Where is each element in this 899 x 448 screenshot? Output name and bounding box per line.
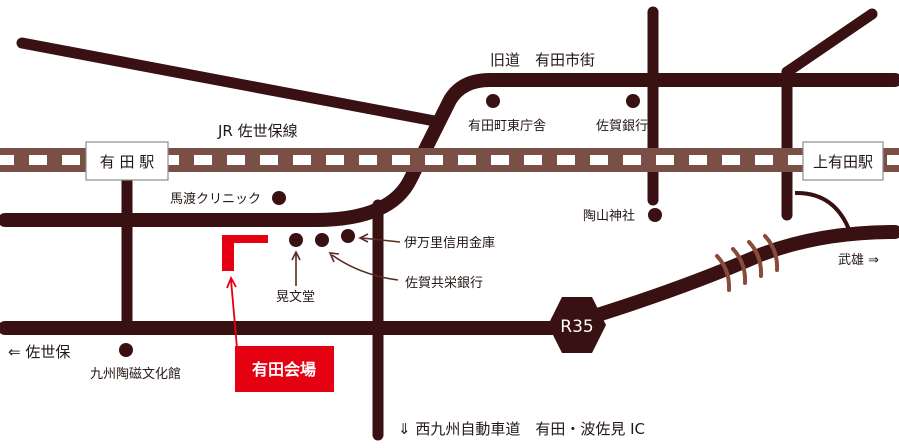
- route-35-label: R35: [560, 317, 593, 337]
- poi-pointer-arrows: [226, 233, 401, 349]
- bridge-marks: [715, 234, 780, 292]
- venue-building: [222, 235, 268, 271]
- road-ramp-kamiarita: [794, 190, 852, 233]
- road-old-main: [0, 73, 899, 227]
- saga-bank-marker: [626, 94, 640, 108]
- shrine-marker: [648, 208, 662, 222]
- ceramics-museum-label: 九州陶磁文化館: [90, 366, 181, 382]
- saga-kyoei-bank-label: 佐賀共栄銀行: [405, 276, 483, 291]
- imari-credit-marker: [341, 229, 355, 243]
- venue-label-box: 有田会場: [235, 346, 334, 392]
- clinic-label: 馬渡クリニック: [170, 191, 261, 207]
- rail-line-label: JR 佐世保線: [217, 122, 298, 140]
- imari-credit-label: 伊万里信用金庫: [404, 235, 495, 251]
- clinic-marker: [272, 191, 286, 205]
- to-sasebo-label: ⇐ 佐世保: [8, 343, 70, 361]
- to-takeo-label: 武雄 ⇒: [838, 253, 879, 268]
- venue-label: 有田会場: [252, 360, 316, 379]
- station-kami-arita: 上有田駅: [802, 141, 884, 181]
- saga-bank-label: 佐賀銀行: [596, 119, 648, 134]
- town-office-label: 有田町東庁舎: [468, 118, 546, 134]
- saga-kyoei-bank-marker: [315, 233, 329, 247]
- old-road-label: 旧道 有田市街: [490, 51, 595, 69]
- road-diagonal-northeast: [781, 8, 878, 78]
- station-arita-label: 有 田 駅: [100, 153, 155, 171]
- road-network: [0, 6, 899, 441]
- ceramics-museum-marker: [119, 343, 133, 357]
- road-diagonal-northwest: [16, 37, 446, 128]
- expressway-label: ⇓ 西九州自動車道 有田・波佐見 IC: [398, 420, 645, 438]
- town-office-marker: [486, 94, 500, 108]
- station-kami-arita-label: 上有田駅: [813, 153, 873, 171]
- station-arita: 有 田 駅: [85, 141, 169, 181]
- shrine-label: 陶山神社: [583, 208, 635, 224]
- route-35-badge: R35: [548, 297, 606, 353]
- road-route-35: [568, 225, 899, 329]
- kenbundo-label: 晃文堂: [276, 290, 315, 305]
- kenbundo-marker: [289, 233, 303, 247]
